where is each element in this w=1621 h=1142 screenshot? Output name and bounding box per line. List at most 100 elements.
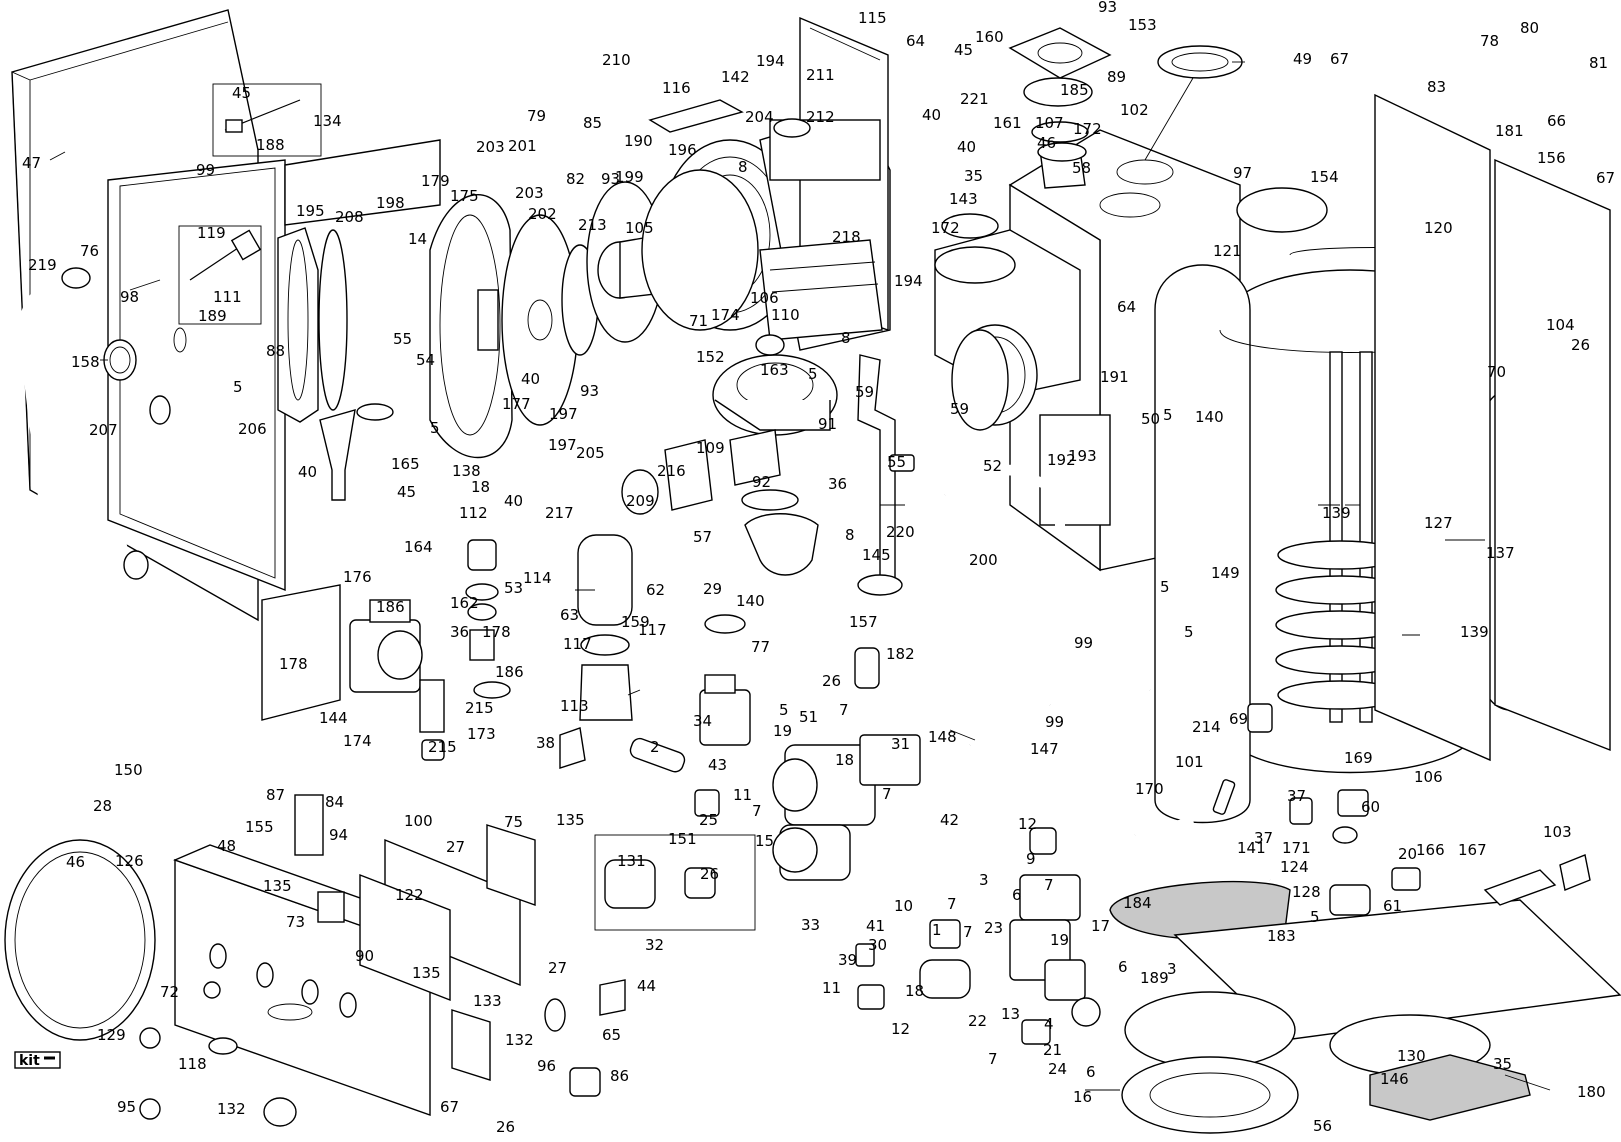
callout-84: 84 [325,793,344,811]
callout-124: 124 [1280,858,1309,876]
display-100 [317,891,345,923]
callout-176: 176 [343,568,372,586]
part-91 [729,429,781,486]
callout-128: 128 [1292,883,1321,901]
callout-64: 64 [1117,298,1136,316]
callout-33: 33 [801,916,820,934]
callout-6: 6 [1086,1063,1096,1081]
callout-63: 63 [560,606,579,624]
rear-frame [261,139,441,721]
callout-82: 82 [566,170,585,188]
callout-3: 3 [1167,960,1177,978]
callout-116: 116 [662,79,691,97]
callout-58: 58 [1072,159,1091,177]
callout-199: 199 [615,168,644,186]
callout-185: 185 [1060,81,1089,99]
callout-180: 180 [1577,1083,1606,1101]
knob-96 [263,1097,297,1127]
callout-16: 16 [1073,1088,1092,1106]
callout-106: 106 [1414,768,1443,786]
callout-61: 61 [1383,897,1402,915]
callout-67: 67 [1596,169,1615,187]
callout-43: 43 [708,756,727,774]
callout-78: 78 [1480,32,1499,50]
callout-100: 100 [404,812,433,830]
callout-115: 115 [858,9,887,27]
callout-171: 171 [1282,839,1311,857]
callout-203: 203 [476,138,505,156]
callout-22: 22 [968,1012,987,1030]
callout-27: 27 [548,959,567,977]
callout-64: 64 [906,32,925,50]
callout-55: 55 [887,453,906,471]
kit-label: kit [19,1053,40,1069]
frame-181 [1374,93,1491,762]
callout-35: 35 [1493,1055,1512,1073]
callout-7: 7 [947,895,957,913]
callout-218: 218 [832,228,861,246]
callout-26: 26 [496,1118,515,1136]
callout-127: 127 [1424,514,1453,532]
flange-146 [1121,1056,1299,1134]
callout-154: 154 [1310,168,1339,186]
callout-31: 31 [891,735,910,753]
gasket-208 [318,229,348,411]
callout-57: 57 [693,528,712,546]
plate-195 [277,227,319,423]
callout-122: 122 [395,886,424,904]
elbow-69 [559,727,586,769]
callout-186: 186 [376,598,405,616]
valve-167 [1391,867,1421,891]
callout-40: 40 [521,370,540,388]
callout-132: 132 [217,1100,246,1118]
callout-119: 119 [197,224,226,242]
callout-109: 109 [696,439,725,457]
callout-102: 102 [1120,101,1149,119]
callout-121: 121 [1213,242,1242,260]
callout-147: 147 [1030,740,1059,758]
spring-215 [419,679,445,733]
callout-41: 41 [866,917,885,935]
callout-66: 66 [1547,112,1566,130]
callout-93: 93 [1098,0,1117,16]
callout-112: 112 [459,504,488,522]
callout-173: 173 [467,725,496,743]
callout-182: 182 [886,645,915,663]
callout-139: 139 [1322,504,1351,522]
pipe-207 [17,265,149,585]
callout-26: 26 [1571,336,1590,354]
callout-34: 34 [693,712,712,730]
sensor-21 [919,959,971,999]
callout-75: 75 [504,813,523,831]
callout-5: 5 [1160,578,1170,596]
callout-52: 52 [983,457,1002,475]
ring-151 [544,998,566,1032]
callout-79: 79 [527,107,546,125]
callout-4: 4 [1044,1015,1054,1033]
callout-38: 38 [536,734,555,752]
callout-7: 7 [1044,876,1054,894]
callout-155: 155 [245,818,274,836]
callout-172: 172 [931,219,960,237]
callout-140: 140 [1195,408,1224,426]
callout-208: 208 [335,208,364,226]
callout-47: 47 [22,154,41,172]
callout-207: 207 [89,421,118,439]
callout-27: 27 [446,838,465,856]
callout-12: 12 [891,1020,910,1038]
callout-190: 190 [624,132,653,150]
callout-169: 169 [1344,749,1373,767]
fitting-3 [857,984,885,1010]
valve-10 [855,943,875,967]
cap-154 [1236,187,1328,233]
callout-8: 8 [738,158,748,176]
kit-badge: kit [14,1051,61,1069]
callout-37: 37 [1254,829,1273,847]
callout-114: 114 [523,569,552,587]
pump-group-25 [772,734,921,881]
callout-221: 221 [960,90,989,108]
callout-99: 99 [1074,634,1093,652]
callout-88: 88 [266,342,285,360]
callout-87: 87 [266,786,285,804]
